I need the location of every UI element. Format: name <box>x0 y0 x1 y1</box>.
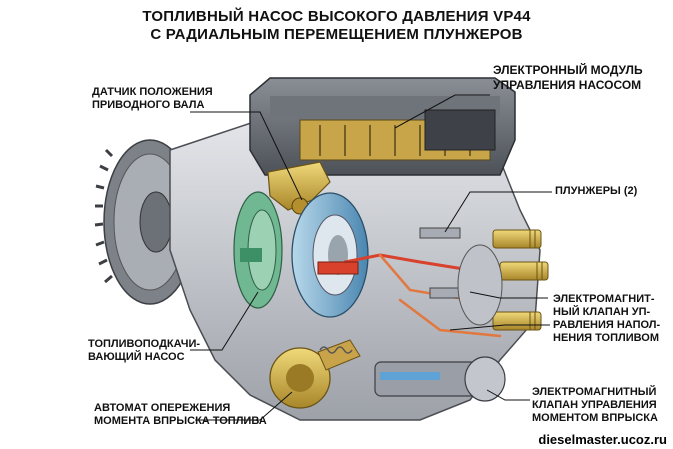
label-shaft-sensor: ДАТЧИК ПОЛОЖЕНИЯ ПРИВОДНОГО ВАЛА <box>92 86 213 111</box>
label-electronic-module: ЭЛЕКТРОННЫЙ МОДУЛЬ УПРАВЛЕНИЯ НАСОСОМ <box>493 63 643 92</box>
label-timing-valve: ЭЛЕКТРОМАГНИТНЫЙ КЛАПАН УПРАВЛЕНИЯ МОМЕН… <box>532 386 658 424</box>
advance-unit <box>269 339 361 409</box>
watermark: dieselmaster.ucoz.ru <box>538 432 667 447</box>
label-feed-pump: ТОПЛИВОПОДКАЧИ- ВАЮЩИЙ НАСОС <box>88 338 201 363</box>
label-plungers: ПЛУНЖЕРЫ (2) <box>555 185 638 197</box>
label-fill-valve: ЭЛЕКТРОМАГНИТ- НЫЙ КЛАПАН УП- РАВЛЕНИЯ Н… <box>553 293 661 344</box>
timing-solenoid <box>374 356 506 402</box>
leader-lines <box>190 94 552 421</box>
electronic-module <box>249 77 516 176</box>
label-advance-unit: АВТОМАТ ОПЕРЕЖЕНИЯ МОМЕНТА ВПРЫСКА ТОПЛИ… <box>94 402 267 427</box>
title-line-1: ТОПЛИВНЫЙ НАСОС ВЫСОКОГО ДАВЛЕНИЯ VP44 <box>142 8 531 25</box>
distributor-drum <box>291 192 369 318</box>
title-line-2: С РАДИАЛЬНЫМ ПЕРЕМЕЩЕНИЕМ ПЛУНЖЕРОВ <box>150 26 523 43</box>
feed-pump <box>233 191 283 309</box>
outlet-fittings <box>457 229 549 331</box>
